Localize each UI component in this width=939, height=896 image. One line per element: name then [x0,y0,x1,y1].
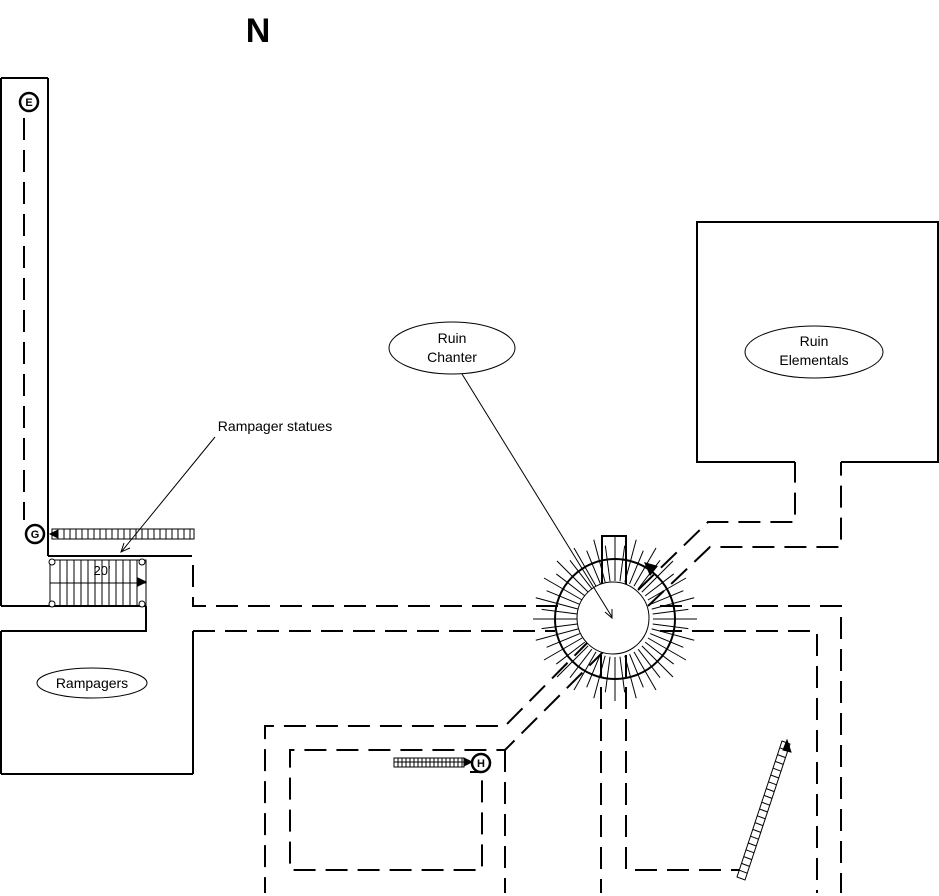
marker-e-label: E [25,97,32,109]
diagonal-ladder-rungs [739,747,788,874]
dashed-corridors [170,462,842,893]
rampager-statues-label: Rampager statues [218,418,332,434]
stair-treads [50,560,146,606]
ruin-elementals-label-line2: Elementals [779,352,848,368]
marker-g-label: G [31,529,40,541]
north-label: N [246,12,271,50]
statue-strip [48,528,195,540]
marker-e: E [18,91,40,113]
ruin-elementals-oval: Ruin Elementals [744,325,884,379]
ruin-elementals-room [696,221,939,463]
north-stub [601,535,627,588]
marker-g: G [24,523,46,545]
ruin-elementals-label-line1: Ruin [800,333,829,349]
rampager-statues-pointer [120,436,216,553]
west-corridor [0,77,146,607]
rampagers-room [0,606,194,775]
statue-strip-ticks [57,529,191,539]
rampagers-label: Rampagers [56,675,128,691]
ruin-chanter-pointer [461,373,613,620]
rampagers-oval: Rampagers [36,667,148,699]
ruin-chanter-label-line2: Chanter [427,349,477,365]
h-strip-ticks [394,758,464,767]
diagonal-ladder [736,738,792,881]
ruin-chanter-label-line1: Ruin [438,330,467,346]
marker-h-label: H [477,758,485,770]
stair-distance-label: 20' [94,563,111,578]
chanter-stair-arrow [644,562,658,576]
chanter-circle [554,558,676,680]
marker-h: H [470,752,492,774]
ruin-chanter-oval: Ruin Chanter [388,321,516,375]
